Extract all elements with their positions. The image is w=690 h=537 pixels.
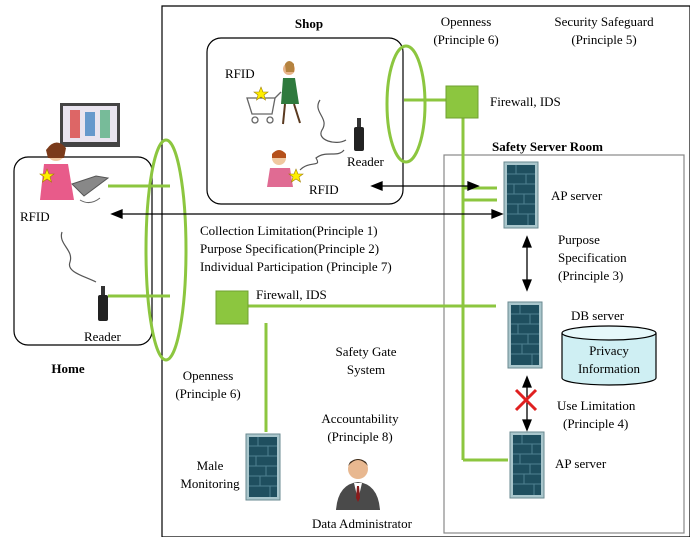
use-limitation-line1: Use Limitation [557, 398, 636, 413]
purpose-spec-line3: (Principle 3) [558, 268, 623, 283]
use-limitation-cross-icon [514, 388, 538, 412]
openness-bottom-principle: (Principle 6) [175, 386, 240, 401]
monitoring-server-icon [245, 433, 281, 501]
ap-server-top-label: AP server [551, 188, 603, 203]
data-flow-arrows [110, 181, 532, 432]
home-user-with-laptop-icon [39, 103, 120, 204]
db-server-label: DB server [571, 308, 625, 323]
ap-server-top-icon [503, 161, 539, 229]
safety-gate-line2: System [347, 362, 385, 377]
shop-reader-label: Reader [347, 154, 384, 169]
openness-bottom-label: Openness [183, 368, 234, 383]
purpose-spec-line2: Specification [558, 250, 627, 265]
security-safeguard-label: Security Safeguard [554, 14, 654, 29]
male-monitoring-line2: Monitoring [180, 476, 240, 491]
db-server-icon [507, 301, 543, 369]
shop-phone-user-icon [267, 150, 304, 187]
home-reader-icon [98, 286, 108, 321]
rfid-signal-lines [60, 99, 347, 283]
ap-server-bottom-icon [509, 431, 545, 499]
accountability-label: Accountability [321, 411, 399, 426]
firewall-top-label: Firewall, IDS [490, 94, 561, 109]
security-safeguard-principle: (Principle 5) [571, 32, 636, 47]
data-administrator-icon [336, 459, 380, 510]
home-box [13, 156, 153, 346]
shop-reader-icon [354, 118, 364, 151]
shop-openness-gateway [385, 44, 427, 164]
home-reader-label: Reader [84, 329, 121, 344]
safety-server-room-box [443, 154, 685, 534]
safety-server-room-label: Safety Server Room [492, 139, 603, 154]
shop-label: Shop [295, 16, 323, 31]
shop-box [206, 37, 404, 205]
openness-top-label: Openness [441, 14, 492, 29]
purpose-specification-label: Purpose Specification(Principle 2) [200, 241, 379, 256]
home-openness-gateway [144, 138, 188, 362]
accountability-principle: (Principle 8) [327, 429, 392, 444]
privacy-label-line2: Information [578, 361, 641, 376]
individual-participation-label: Individual Participation (Principle 7) [200, 259, 392, 274]
privacy-label-line1: Privacy [589, 343, 629, 358]
ap-server-bottom-label: AP server [555, 456, 607, 471]
safety-gate-line1: Safety Gate [335, 344, 396, 359]
firewall-top-box [445, 85, 479, 119]
home-label: Home [51, 361, 84, 376]
collection-limitation-label: Collection Limitation(Principle 1) [200, 223, 378, 238]
shop-rfid-label-2: RFID [309, 182, 339, 197]
outer-system-border [161, 5, 690, 537]
purpose-spec-line1: Purpose [558, 232, 600, 247]
firewall-mid-box [215, 290, 249, 325]
privacy-database-icon [561, 325, 657, 386]
network-lines [108, 98, 508, 462]
shop-customer-icon [246, 61, 301, 125]
use-limitation-line2: (Principle 4) [563, 416, 628, 431]
home-rfid-label: RFID [20, 209, 50, 224]
data-administrator-label: Data Administrator [312, 516, 413, 531]
firewall-mid-label: Firewall, IDS [256, 287, 327, 302]
shop-rfid-label: RFID [225, 66, 255, 81]
male-monitoring-line1: Male [197, 458, 224, 473]
openness-top-principle: (Principle 6) [433, 32, 498, 47]
